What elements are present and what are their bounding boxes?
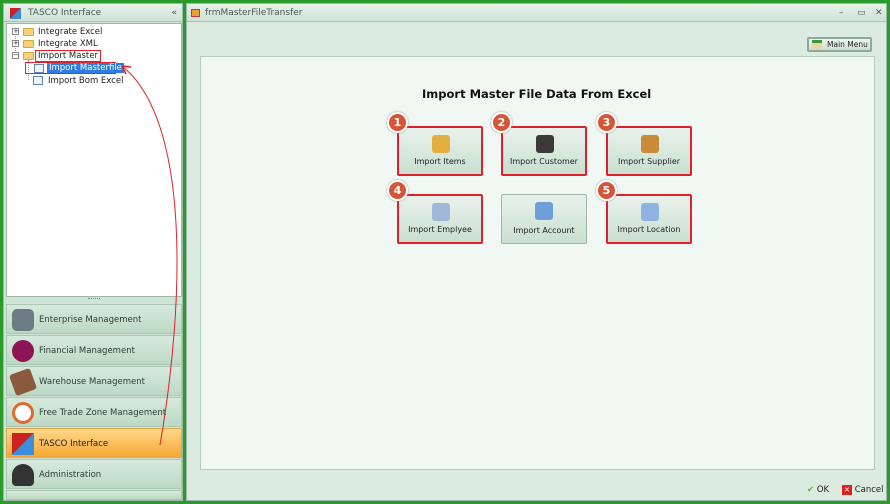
expand-icon[interactable]: + (12, 27, 19, 35)
gear-icon (12, 309, 34, 331)
tile-import-emplyee[interactable]: Import Emplyee (397, 194, 483, 244)
form-icon (191, 9, 200, 17)
tile-import-customer[interactable]: Import Customer (501, 126, 587, 176)
panel-title: TASCO Interface (28, 8, 102, 18)
tile-import-location[interactable]: Import Location (606, 194, 692, 244)
account-icon (535, 202, 553, 220)
supplier-icon (641, 135, 659, 153)
check-icon: ✔ (807, 485, 815, 495)
step-badge: 3 (596, 112, 617, 133)
collapse-icon[interactable]: − (12, 51, 19, 59)
admin-icon (12, 464, 34, 486)
bank-icon (12, 340, 34, 362)
splitter[interactable] (88, 298, 100, 300)
nav-free-trade-zone-management[interactable]: Free Trade Zone Management (6, 397, 182, 427)
maximize-button[interactable]: ▭ (857, 8, 866, 18)
tree-item-import-masterfile[interactable]: Import Masterfile (25, 62, 124, 74)
tasco-logo-icon (10, 8, 21, 19)
folder-icon (23, 28, 34, 36)
home-icon (812, 40, 822, 49)
nav-administration[interactable]: Administration (6, 459, 182, 489)
cancel-button[interactable]: ✕ Cancel (842, 485, 884, 495)
tree-view: + Integrate Excel + Integrate XML − Impo… (6, 23, 182, 297)
location-icon (641, 203, 659, 221)
folder-icon (23, 52, 34, 60)
form-icon (33, 76, 43, 85)
collapse-button[interactable]: « (171, 8, 177, 18)
step-badge: 2 (491, 112, 512, 133)
boxes-icon (432, 135, 450, 153)
left-panel: TASCO Interface « + Integrate Excel + In… (3, 3, 183, 501)
step-badge: 5 (596, 180, 617, 201)
nav-warehouse-management[interactable]: Warehouse Management (6, 366, 182, 397)
tile-import-items[interactable]: Import Items (397, 126, 483, 176)
panel-header: TASCO Interface « (4, 4, 182, 22)
window-title: frmMasterFileTransfer (205, 8, 303, 18)
tile-import-account[interactable]: Import Account (501, 194, 587, 244)
step-badge: 1 (387, 112, 408, 133)
tile-import-supplier[interactable]: Import Supplier (606, 126, 692, 176)
close-button[interactable]: ✕ (875, 8, 883, 18)
handshake-icon (12, 402, 34, 424)
expand-icon[interactable]: + (12, 39, 19, 47)
form-window: frmMasterFileTransfer – ▭ ✕ Main Menu Im… (186, 3, 887, 501)
content-panel: Import Master File Data From Excel (200, 56, 875, 470)
customer-icon (536, 135, 554, 153)
nav-financial-management[interactable]: Financial Management (6, 335, 182, 365)
minimize-button[interactable]: – (839, 8, 844, 18)
tasco-icon (12, 433, 34, 455)
form-icon (34, 64, 44, 73)
ok-button[interactable]: ✔ OK (807, 485, 830, 495)
employee-icon (432, 203, 450, 221)
folder-icon (23, 40, 34, 48)
window-titlebar: frmMasterFileTransfer – ▭ ✕ (187, 4, 886, 22)
cancel-icon: ✕ (842, 485, 852, 495)
main-menu-button[interactable]: Main Menu (807, 37, 872, 52)
page-heading: Import Master File Data From Excel (422, 87, 652, 101)
nav-tasco-interface[interactable]: TASCO Interface (6, 428, 182, 458)
step-badge: 4 (387, 180, 408, 201)
nav-overflow[interactable] (6, 490, 182, 500)
nav-enterprise-management[interactable]: Enterprise Management (6, 304, 182, 334)
